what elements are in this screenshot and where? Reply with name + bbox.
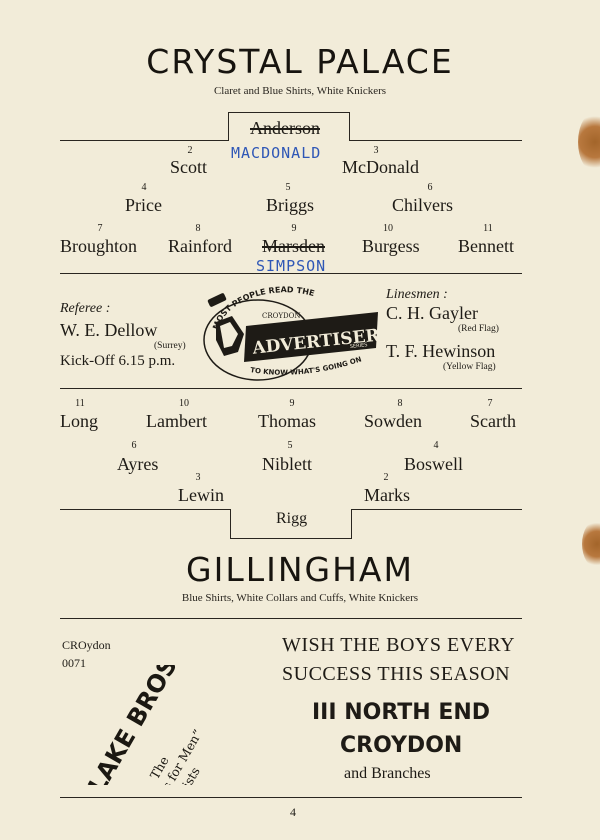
player-number: 10 [179,398,189,409]
player-name: Niblett [262,454,312,474]
player-name: Chilvers [392,195,453,215]
home-goal-box-top [228,112,350,113]
player-number: 7 [487,398,493,409]
kickoff-time: Kick-Off 6.15 p.m. [60,353,176,369]
home-goalkeeper-replacement: MACDONALD [231,144,322,162]
player-number: 5 [287,440,293,451]
away-goal-line-right [352,509,522,510]
phone-exchange: CROydon [62,638,111,652]
address-line-1: III NORTH END [312,700,491,725]
player-name: Price [125,195,162,215]
home-goal-box-right [349,112,350,141]
player-number: 2 [187,145,193,156]
linesmen-label: Linesmen : [386,287,448,302]
divider [60,388,522,389]
player-name: Scarth [470,411,516,431]
player-number: 3 [195,472,201,483]
player-number: 6 [427,182,433,193]
linesman-flag: (Yellow Flag) [443,362,496,372]
home-goalkeeper: Anderson [250,118,320,138]
player-number: 7 [97,223,103,234]
player-number: 10 [383,223,393,234]
referee-label: Referee : [60,301,111,316]
referee-county: (Surrey) [154,341,186,351]
divider [60,273,522,274]
player-name: Sowden [364,411,422,431]
player-name: Scott [170,157,208,177]
player-number: 4 [433,440,439,451]
linesman-flag: (Red Flag) [458,324,499,334]
player-number: 5 [285,182,291,193]
away-goal-box-bottom [230,538,352,539]
phone-number: 0071 [62,656,86,670]
away-team-colors: Blue Shirts, White Collars and Cuffs, Wh… [181,592,419,604]
home-team-colors: Claret and Blue Shirts, White Knickers [213,85,387,97]
player-replacement: SIMPSON [256,257,327,275]
blake-bros-logo: BLAKE BROS. The “Clothes for Men” Specia… [74,665,206,785]
wish-line-2: SUCCESS THIS SEASON [282,663,511,685]
divider [60,797,522,798]
player-name: Broughton [60,236,138,256]
player-name: Rainford [168,236,232,256]
player-number: 8 [397,398,403,409]
player-number: 2 [383,472,389,483]
player-name: Marsden [262,236,325,256]
player-name: Ayres [117,454,159,474]
logo-series-text: SERIES [350,342,368,350]
player-name: McDonald [342,157,419,177]
away-goalkeeper: Rigg [276,510,308,527]
player-name: Burgess [362,236,420,256]
player-number: 11 [483,223,493,234]
home-goal-line-left [60,140,228,141]
away-goal-box-left [230,509,231,539]
divider [60,618,522,619]
player-name: Briggs [266,195,315,215]
home-goal-box-left [228,112,229,141]
linesman-name: C. H. Gayler [386,303,478,323]
away-goal-box-right [351,509,352,539]
player-name: Lewin [178,485,224,505]
branches-text: and Branches [344,765,431,782]
player-number: 6 [131,440,137,451]
home-team-name: CRYSTAL PALACE [146,42,454,81]
player-name: Bennett [458,236,514,256]
player-name: Thomas [258,411,316,431]
linesman-name: T. F. Hewinson [386,341,496,361]
croydon-advertiser-logo: MOST PEOPLE READ THE CROYDON ADVERTISER … [203,285,380,381]
player-number: 9 [289,398,295,409]
address-line-2: CROYDON [340,733,463,758]
stain-bottom [582,520,600,568]
stain-top [578,112,600,172]
player-name: Lambert [146,411,207,431]
away-team-name: GILLINGHAM [186,550,414,589]
referee-name: W. E. Dellow [60,320,158,340]
player-name: Long [60,411,98,431]
player-name: Marks [364,485,410,505]
player-number: 3 [373,145,379,156]
player-name: Boswell [404,454,464,474]
wish-line-1: WISH THE BOYS EVERY [282,634,516,656]
away-goal-line-left [60,509,230,510]
player-number: 4 [141,182,147,193]
player-number: 11 [75,398,85,409]
home-goal-line-right [350,140,522,141]
page-number: 4 [290,805,296,819]
logo-small-text: CROYDON [262,312,300,320]
player-number: 9 [291,223,297,234]
player-number: 8 [195,223,201,234]
